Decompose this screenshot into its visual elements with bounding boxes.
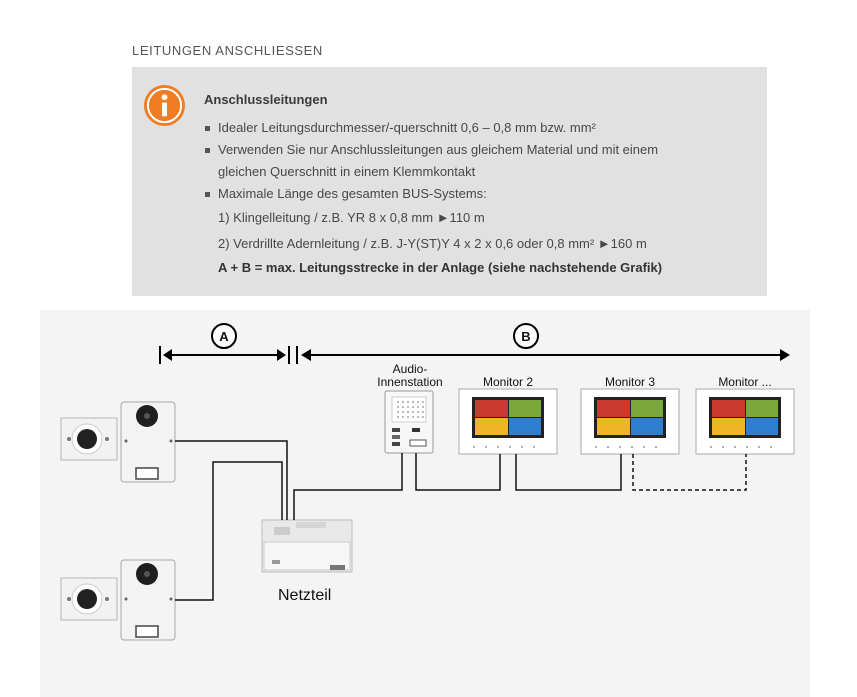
monitor-more <box>695 388 795 455</box>
info-title: Anschlussleitungen <box>204 92 328 107</box>
section-heading: LEITUNGEN ANSCHLIESSEN <box>132 43 323 58</box>
monitor-2 <box>458 388 558 455</box>
dimension-b-label: B <box>521 329 531 344</box>
info-box: Anschlussleitungen Idealer Leitungsdurch… <box>132 67 767 296</box>
audio-station-label-line-2: Innenstation <box>377 375 443 389</box>
power-supply <box>261 519 353 573</box>
audio-indoor-station <box>384 390 434 454</box>
bullet-2-line-1: Verwenden Sie nur Anschlussleitungen aus… <box>218 142 659 157</box>
dimension-b <box>301 323 790 361</box>
info-icon <box>143 84 186 127</box>
dimension-a <box>159 323 298 364</box>
dimension-a-label: A <box>219 329 229 344</box>
cable-option-1: 1) Klingelleitung / z.B. YR 8 x 0,8 mm ►… <box>218 210 485 225</box>
monitor-more-label: Monitor ... <box>718 375 772 389</box>
monitor-2-label: Monitor 2 <box>482 375 534 389</box>
bullet-2-line-2: gleichen Querschnitt in einem Klemmkonta… <box>218 164 476 179</box>
monitor-3-label: Monitor 3 <box>604 375 656 389</box>
cable-option-2: 2) Verdrillte Adernleitung / z.B. J-Y(ST… <box>218 236 647 251</box>
power-supply-label: Netzteil <box>278 587 332 604</box>
door-station-2 <box>60 559 176 641</box>
bullet-dot <box>205 126 210 131</box>
summary-line: A + B = max. Leitungsstrecke in der Anla… <box>218 260 663 275</box>
bullet-3: Maximale Länge des gesamten BUS-Systems: <box>218 186 487 201</box>
bullet-dot <box>205 192 210 197</box>
bus-wiring <box>175 440 747 601</box>
monitor-3 <box>580 388 680 455</box>
bullet-1: Idealer Leitungsdurchmesser/-querschnitt… <box>218 120 596 135</box>
audio-station-label-line-1: Audio- <box>392 362 428 376</box>
door-station-1 <box>60 401 176 483</box>
bullet-dot <box>205 148 210 153</box>
